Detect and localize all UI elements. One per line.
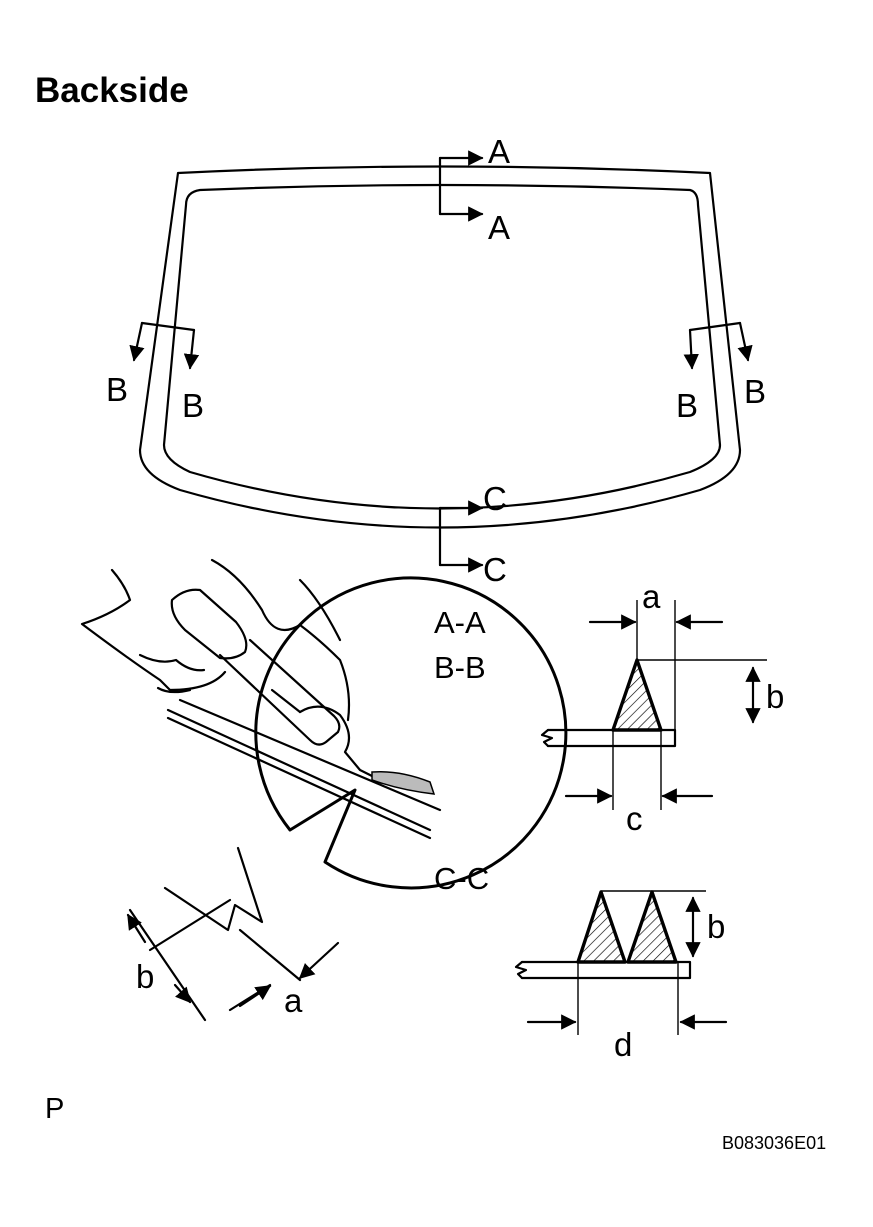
section-cut-b-left bbox=[129, 321, 200, 370]
dimension-label-a-upper: a bbox=[642, 578, 661, 615]
windshield-outer-edge bbox=[138, 165, 742, 529]
section-mark-c-bottom: C bbox=[483, 551, 507, 588]
section-mark-b-left-inner: B bbox=[182, 387, 205, 424]
windshield-inner-edge bbox=[162, 183, 722, 510]
figure-code: B083036E01 bbox=[722, 1133, 827, 1153]
section-title-bb: B-B bbox=[434, 650, 486, 685]
section-cut-b-right bbox=[683, 321, 753, 370]
dimension-label-a-detail: a bbox=[284, 982, 303, 1019]
section-cut-a bbox=[438, 150, 484, 222]
cross-section-cc bbox=[514, 890, 728, 1035]
section-title-cc: C-C bbox=[434, 861, 490, 896]
dimension-label-b-detail: b bbox=[136, 958, 155, 995]
dimension-label-c-upper: c bbox=[626, 800, 643, 837]
dimension-label-b-upper: b bbox=[766, 678, 785, 715]
section-mark-a-bottom: A bbox=[488, 209, 511, 246]
section-mark-a-top: A bbox=[488, 133, 511, 170]
section-cut-c bbox=[438, 500, 484, 573]
cross-section-aa-bb bbox=[540, 600, 767, 810]
adhesive-bead bbox=[371, 770, 436, 795]
section-mark-b-left-outer: B bbox=[106, 371, 129, 408]
section-mark-c-top: C bbox=[483, 480, 507, 517]
section-mark-b-right-outer: B bbox=[744, 373, 767, 410]
detail-magnifier bbox=[126, 576, 568, 1022]
page-title: Backside bbox=[35, 71, 189, 110]
dimension-label-d-lower: d bbox=[614, 1026, 633, 1063]
section-mark-b-right-inner: B bbox=[676, 387, 699, 424]
dimension-label-b-lower: b bbox=[707, 908, 726, 945]
section-title-aa: A-A bbox=[434, 605, 486, 640]
corner-mark: P bbox=[45, 1093, 65, 1125]
